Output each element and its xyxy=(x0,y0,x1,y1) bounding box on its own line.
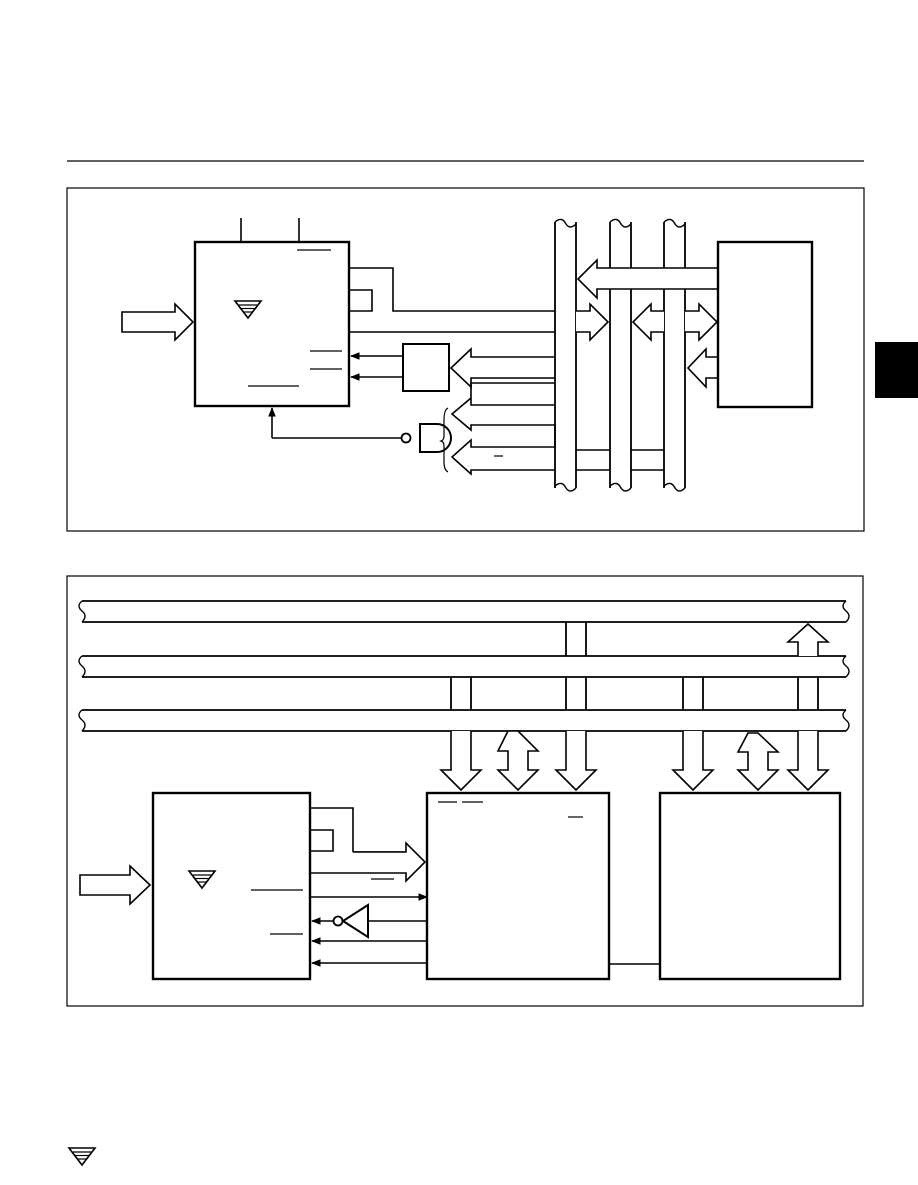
vertical-bus xyxy=(663,218,686,492)
bus-arrow-icon xyxy=(576,302,610,342)
nand-gate xyxy=(268,407,452,473)
down-arrow-icon xyxy=(671,731,715,792)
horizontal-bus xyxy=(78,709,850,732)
input-arrow-icon xyxy=(79,864,152,906)
controller-block-2 xyxy=(151,791,312,981)
controller-block xyxy=(193,218,351,408)
bus-arrow-icon xyxy=(310,841,427,883)
bidirectional-arrow-icon xyxy=(631,302,664,342)
latch-block xyxy=(402,343,450,392)
figure-2 xyxy=(66,575,864,1007)
down-arrow-icon xyxy=(786,731,830,792)
bidirectional-arrow-icon xyxy=(736,732,781,792)
down-arrow-icon xyxy=(554,731,598,792)
vertical-bus xyxy=(609,218,632,492)
figure-2-frame xyxy=(66,575,864,1007)
input-arrow-icon xyxy=(121,302,195,342)
up-arrow-icon xyxy=(785,622,831,656)
bus-drops xyxy=(450,622,819,710)
controller-loop xyxy=(349,289,373,312)
peripheral-block-2 xyxy=(658,791,842,981)
figure-1-frame xyxy=(66,187,865,532)
bidirectional-arrow-icon xyxy=(576,258,718,300)
vertical-bus xyxy=(554,218,577,492)
bus-tap xyxy=(576,449,664,471)
controller-loop xyxy=(310,829,334,852)
inverter-gate xyxy=(311,903,427,939)
bus-arrow-icon xyxy=(685,302,719,342)
wire-to-bus xyxy=(349,267,555,312)
peripheral-output-arrow-icon xyxy=(686,346,718,390)
section-tab xyxy=(875,342,918,398)
horizontal-bus xyxy=(78,600,850,623)
horizontal-bus xyxy=(78,655,850,678)
peripheral-block xyxy=(716,240,814,409)
down-arrow-icon xyxy=(439,731,483,792)
latch-input-arrow-icon xyxy=(449,347,555,389)
bus-input-arrow-icon xyxy=(450,382,556,476)
footer-logo-icon xyxy=(68,1147,96,1166)
interface-device-block xyxy=(425,791,611,981)
figure-1 xyxy=(66,187,865,532)
bidirectional-arrow-icon xyxy=(496,730,540,792)
